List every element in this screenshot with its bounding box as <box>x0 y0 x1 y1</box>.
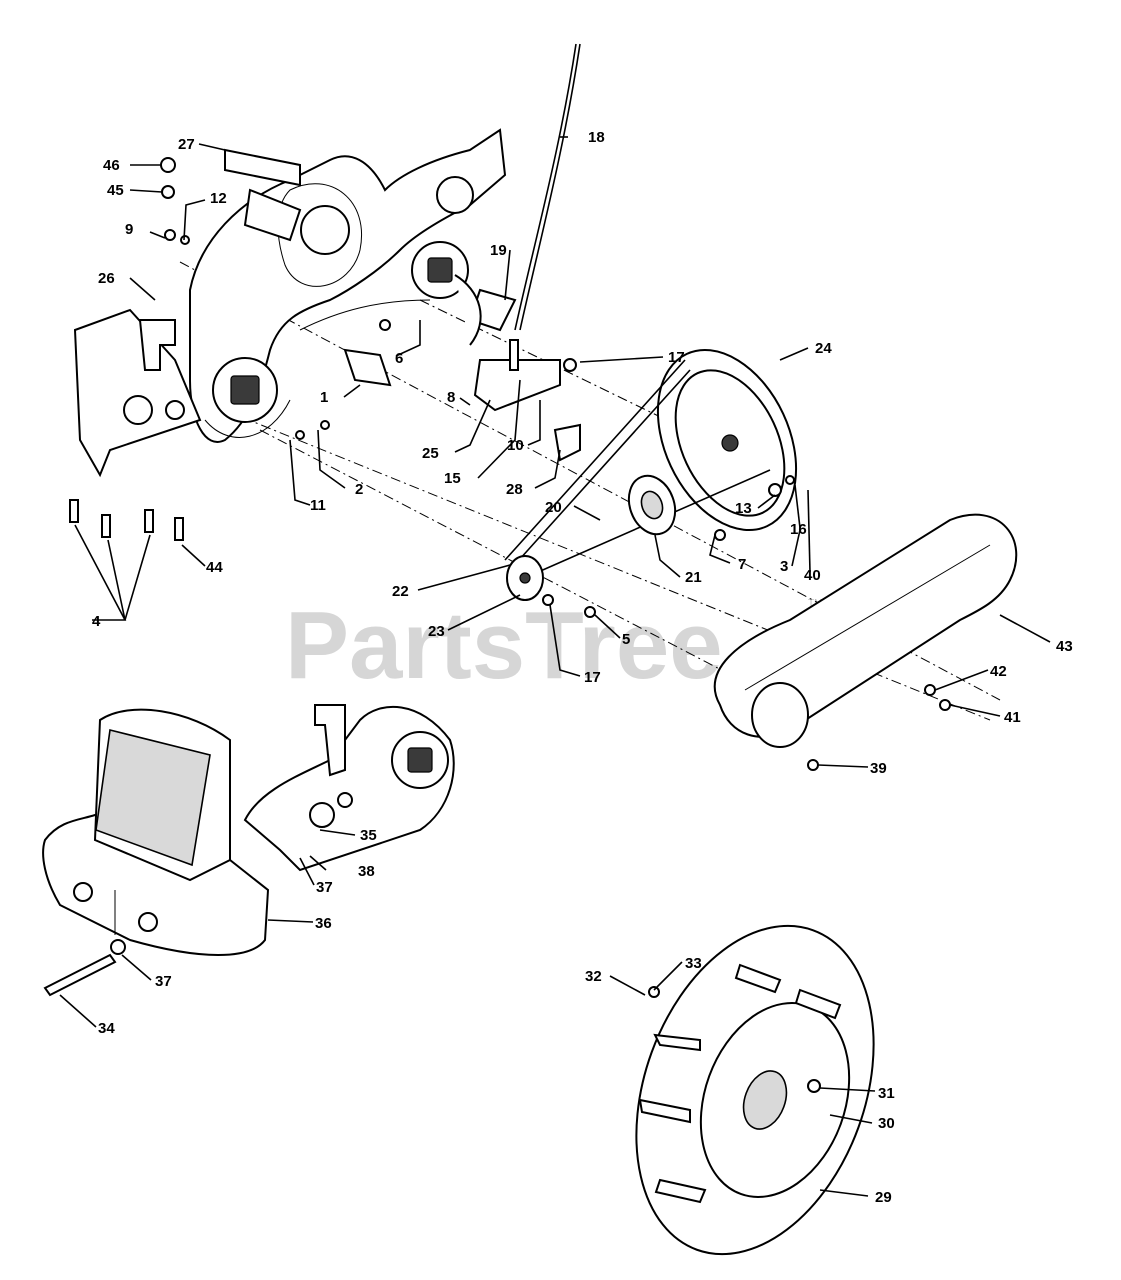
callout-21: 21 <box>685 569 702 586</box>
callout-45: 45 <box>107 182 124 199</box>
callout-46: 46 <box>103 157 120 174</box>
shift-plate <box>343 274 581 462</box>
belt-guard <box>713 513 1018 748</box>
large-pulley <box>656 349 798 531</box>
leader-lines <box>59 136 1051 1197</box>
callout-30: 30 <box>878 1115 895 1132</box>
callout-33: 33 <box>685 955 702 972</box>
callout-14: 15 <box>444 470 461 487</box>
callout-40: 40 <box>804 567 821 584</box>
watermark-text: PartsTree <box>285 592 723 699</box>
callout-28: 28 <box>506 481 523 498</box>
callout-42: 42 <box>990 663 1007 680</box>
callout-20: 20 <box>545 499 562 516</box>
watermark: PartsTree TM <box>285 592 822 699</box>
mounting-bracket <box>224 148 302 242</box>
callout-15: 16 <box>790 521 807 538</box>
callout-34: 34 <box>98 1020 115 1037</box>
bolts-set <box>69 499 184 541</box>
callout-32: 32 <box>585 968 602 985</box>
control-cable <box>514 43 581 331</box>
callout-24: 24 <box>815 340 832 357</box>
callout-11: 11 <box>310 497 326 514</box>
small-pulley <box>627 474 677 536</box>
callout-29: 29 <box>875 1189 892 1206</box>
callout-6: 6 <box>395 350 403 367</box>
callout-7: 7 <box>738 556 746 573</box>
front-weight-bumper <box>42 708 270 956</box>
callout-3: 3 <box>780 558 788 575</box>
callout-41: 41 <box>1004 709 1021 726</box>
idler-pulley <box>506 555 544 601</box>
callout-labels: 27 46 45 12 9 26 18 19 6 1 2 11 8 25 15 … <box>92 129 1073 1206</box>
callout-18: 18 <box>588 129 605 146</box>
callout-27: 27 <box>178 136 195 153</box>
callout-37-lower: 37 <box>155 973 172 990</box>
callout-9: 9 <box>125 221 133 238</box>
tie-rod <box>43 939 126 997</box>
callout-31: 31 <box>878 1085 895 1102</box>
callout-1: 1 <box>320 389 328 406</box>
callout-39: 39 <box>870 760 887 777</box>
callout-26: 26 <box>98 270 115 287</box>
callout-10: 10 <box>507 437 524 454</box>
callout-13: 13 <box>735 500 752 517</box>
callout-35: 35 <box>360 827 377 844</box>
callout-5: 5 <box>622 631 630 648</box>
callout-38: 38 <box>358 863 375 880</box>
callout-19: 19 <box>490 242 507 259</box>
callout-16: 17 <box>584 669 601 686</box>
callout-2: 2 <box>355 481 363 498</box>
lower-housing <box>243 704 455 872</box>
left-side-housing <box>73 308 202 478</box>
callout-17: 17 <box>668 349 685 366</box>
callout-43: 43 <box>1056 638 1073 655</box>
callout-25: 25 <box>422 445 439 462</box>
callout-44: 44 <box>206 559 223 576</box>
callout-22: 22 <box>392 583 409 600</box>
callout-12: 12 <box>210 190 227 207</box>
callout-23: 23 <box>428 623 445 640</box>
wheel-tire <box>635 924 875 1256</box>
callout-4: 4 <box>92 613 101 630</box>
callout-36: 36 <box>315 915 332 932</box>
callout-8: 8 <box>447 389 455 406</box>
callout-37-upper: 37 <box>316 879 333 896</box>
